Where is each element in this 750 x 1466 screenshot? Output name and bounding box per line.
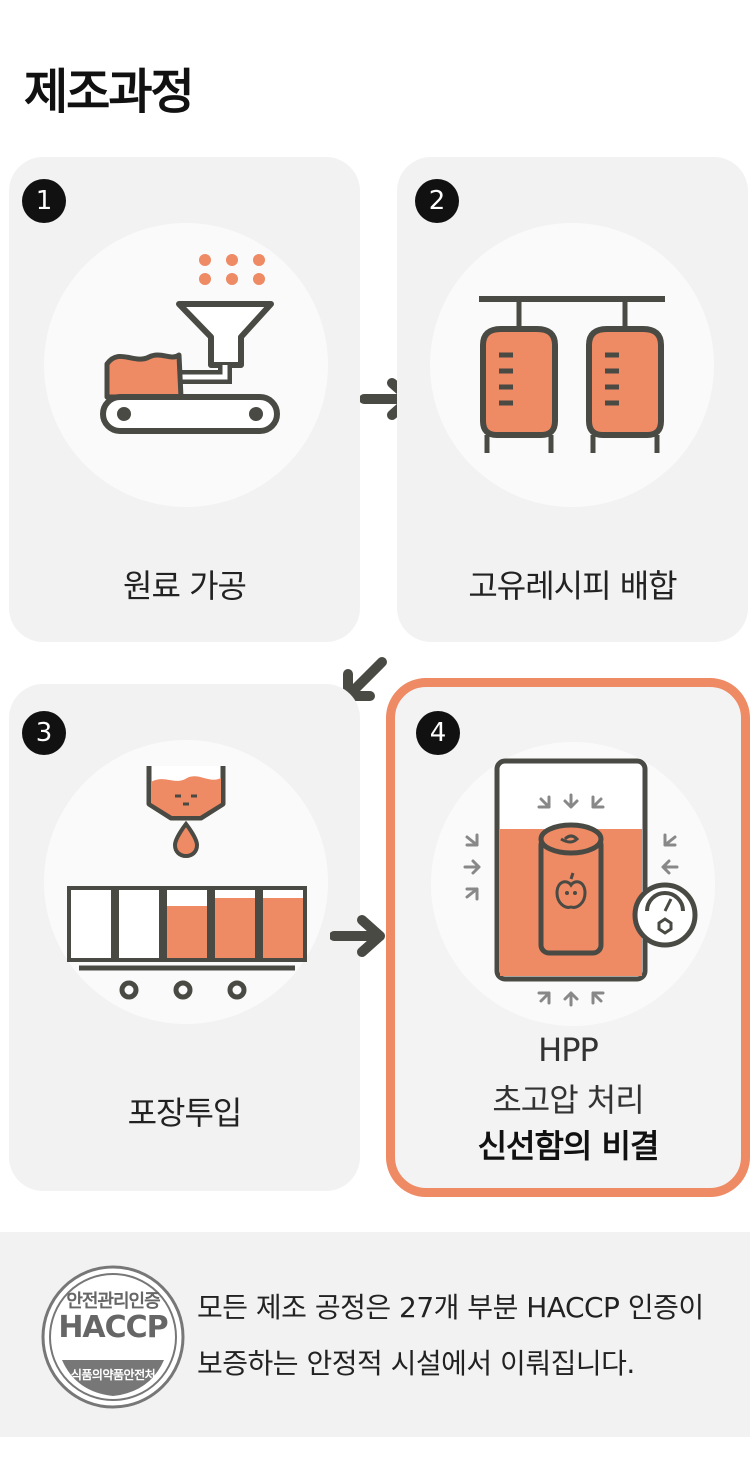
page-title: 제조과정 bbox=[24, 64, 195, 120]
step-badge-1: 1 bbox=[22, 179, 66, 223]
haccp-top-text: 안전관리인증 bbox=[66, 1291, 160, 1312]
arrow-right-icon bbox=[330, 915, 385, 957]
step-label-1: 원료 가공 bbox=[123, 567, 247, 605]
step-illustration-bg bbox=[430, 223, 714, 507]
step-card-4: 4 HPP 초고압 처리 신선함의 비결 bbox=[386, 678, 750, 1197]
raw-material-processing-icon bbox=[100, 254, 280, 434]
step-illustration-bg bbox=[44, 223, 328, 507]
step-label-4-highlight: 신선함의 비결 bbox=[477, 1127, 660, 1165]
step-badge-2: 2 bbox=[415, 179, 459, 223]
haccp-bottom-text: 식품의약품안전처 bbox=[70, 1368, 156, 1382]
haccp-certification-logo bbox=[41, 1265, 185, 1409]
mixing-tanks-icon bbox=[479, 296, 665, 453]
haccp-main-text: HACCP bbox=[58, 1310, 168, 1345]
step-label-4-line2: 초고압 처리 bbox=[492, 1081, 644, 1119]
high-pressure-processing-icon bbox=[463, 758, 698, 1007]
haccp-footer: 안전관리인증 HACCP 식품의약품안전처 모든 제조 공정은 27개 부분 H… bbox=[0, 1232, 750, 1437]
step-label-3: 포장투입 bbox=[127, 1094, 243, 1132]
step-badge-3: 3 bbox=[22, 711, 66, 755]
step-badge-4: 4 bbox=[416, 711, 460, 755]
packaging-line-icon bbox=[67, 766, 307, 1000]
step-label-4-line1: HPP bbox=[538, 1031, 599, 1069]
step-label-2: 고유레시피 배합 bbox=[468, 567, 677, 605]
step-card-2: 2 고유레시피 배합 bbox=[397, 157, 748, 642]
haccp-description: 모든 제조 공정은 27개 부분 HACCP 인증이 보증하는 안정적 시설에서… bbox=[197, 1291, 704, 1380]
step-card-3: 3 포장투입 bbox=[9, 684, 360, 1191]
step-card-1: 1 원료 가공 bbox=[9, 157, 360, 642]
